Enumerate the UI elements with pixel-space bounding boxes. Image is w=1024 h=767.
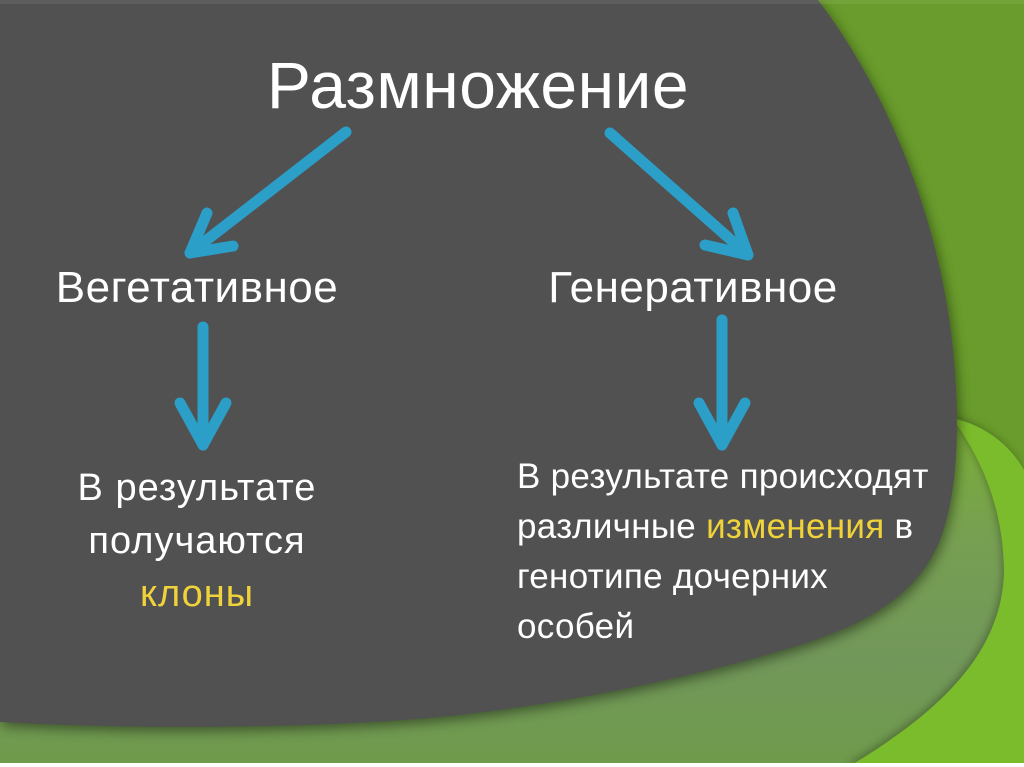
left-result-line: получаются — [17, 515, 377, 568]
gray-panel-shape — [0, 0, 957, 727]
right-result-line1-text: В результате происходят — [517, 457, 929, 496]
branch-label-vegetative: Вегетативное — [55, 263, 339, 312]
right-result-line: особей — [517, 602, 987, 652]
left-result-text: В результате получаются клоны — [17, 462, 377, 621]
vertical-right-arrow-icon — [693, 314, 751, 451]
vertical-left-arrow-icon — [174, 321, 232, 451]
top-edge-highlight — [0, 0, 1024, 4]
right-result-line2-pre-text: различные — [517, 507, 707, 546]
diagonal-right-arrow-icon — [604, 127, 754, 261]
left-result-highlight-text: клоны — [139, 573, 255, 615]
right-result-line: генотипе дочерних — [517, 552, 987, 602]
diagonal-left-arrow-icon — [184, 126, 352, 259]
green-band-shape — [0, 418, 1004, 767]
green-corner-shape — [848, 418, 1024, 767]
slide-title: Размножение — [266, 48, 690, 122]
left-result-line: В результате — [17, 462, 377, 515]
slide-bottom-edge — [0, 763, 1024, 767]
right-result-line4-text: особей — [517, 607, 635, 646]
left-result-line: клоны — [17, 568, 377, 621]
right-result-line3-text: генотипе дочерних — [517, 557, 828, 596]
right-result-text: В результате происходят различные измене… — [517, 452, 987, 652]
left-result-line2-text: получаются — [88, 520, 306, 562]
right-result-line2-post-text: в — [884, 507, 914, 546]
right-result-highlight-text: изменения — [706, 507, 885, 546]
right-result-line: В результате происходят — [517, 452, 987, 502]
right-result-line: различные изменения в — [517, 502, 987, 552]
branch-label-generative: Генеративное — [548, 263, 838, 312]
left-result-line1-text: В результате — [77, 467, 317, 509]
